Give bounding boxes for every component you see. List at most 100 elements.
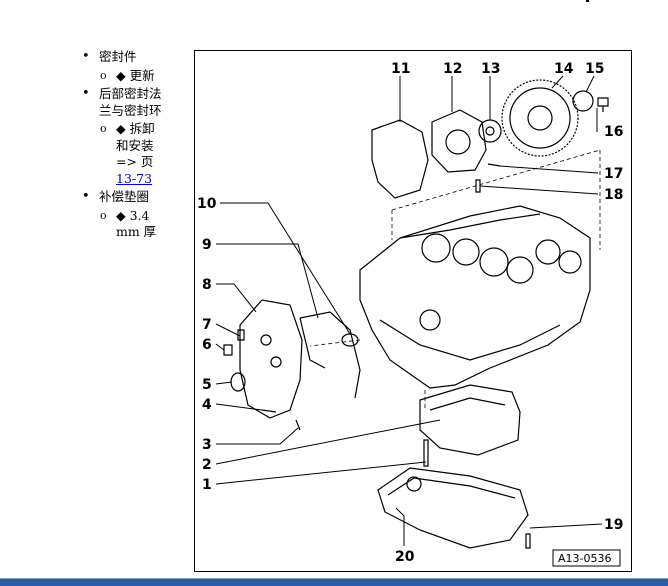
list-item-label: 密封件 [99, 49, 137, 64]
callout-14: 14 [554, 61, 574, 77]
sub-item-thickness: ◆ 3.4 mm 厚 [82, 208, 192, 241]
leader-line [220, 202, 351, 335]
callout-4: 4 [202, 397, 212, 413]
sub-item-text: mm 厚 [116, 224, 157, 239]
engine-block-edge [399, 213, 541, 239]
leader-line [479, 185, 599, 195]
front-seal [341, 333, 359, 347]
list-item-label: 兰与密封环 [99, 102, 162, 118]
leader-line [215, 323, 241, 337]
flywheel-inner [509, 87, 571, 149]
callout-7: 7 [202, 317, 212, 333]
callout-17: 17 [604, 166, 623, 182]
sub-item-removal: ◆ 拆卸 和安装 => 页 13-73 [82, 121, 192, 187]
list-item-seal: 密封件 [82, 49, 192, 66]
flywheel [501, 79, 579, 157]
front-cover [239, 299, 303, 419]
cylinder-bore [558, 250, 582, 274]
bottom-bar [0, 578, 668, 586]
sub-item-text: => 页 [116, 154, 154, 169]
callout-12: 12 [443, 61, 462, 77]
bolt [525, 533, 531, 549]
seal-flange [371, 119, 429, 199]
callout-3: 3 [202, 437, 212, 453]
leader-line [216, 243, 319, 319]
sub-item-text: 和安装 [116, 137, 154, 153]
corner-mark [586, 0, 589, 2]
cylinder-bore [421, 233, 451, 263]
leader-line [395, 507, 405, 546]
list-item-rear-flange: 后部密封法 兰与密封环 [82, 86, 192, 119]
list-item-label: 补偿垫圈 [99, 189, 150, 204]
page-link[interactable]: 13-73 [116, 170, 153, 186]
ref-code: A13-0536 [558, 552, 612, 565]
ref-code-box [552, 549, 621, 567]
callout-11: 11 [391, 61, 410, 77]
callout-16: 16 [604, 124, 623, 140]
callout-13: 13 [481, 61, 500, 77]
drive-plate [572, 90, 594, 112]
callout-2: 2 [202, 457, 212, 473]
seal-ring [445, 129, 471, 155]
engine-block-lower [379, 319, 561, 361]
parts-list: 密封件 ◆ 更新 后部密封法 兰与密封环 ◆ 拆卸 和安装 => 页 13-73… [82, 49, 192, 243]
leader-line [215, 381, 233, 385]
sub-item-text: ◆ 更新 [116, 67, 155, 83]
alignment-guide [391, 149, 601, 250]
bolt [237, 329, 245, 341]
leader-line [216, 427, 299, 445]
upper-oil-pan-edge [429, 397, 506, 411]
cylinder-bore [506, 256, 534, 284]
bolt [295, 419, 301, 431]
callout-6: 6 [202, 337, 212, 353]
callout-8: 8 [202, 277, 212, 293]
alignment-guide [309, 339, 426, 410]
leader-line [551, 75, 564, 89]
leader-lines [215, 75, 603, 546]
bolt [475, 179, 481, 193]
list-item-label: 后部密封法 [99, 86, 162, 101]
flywheel-hub [527, 105, 553, 131]
cylinder-bore [479, 247, 509, 277]
leader-line [215, 343, 225, 351]
leader-line [585, 75, 595, 93]
bolt [261, 409, 277, 413]
lower-oil-pan [377, 467, 529, 549]
sub-item-renew: ◆ 更新 [82, 68, 192, 85]
callout-20: 20 [395, 549, 415, 565]
callout-9: 9 [202, 237, 212, 253]
cover-boss [270, 356, 282, 368]
crankshaft-end [419, 309, 441, 331]
callout-5: 5 [202, 377, 212, 393]
shim-disc [478, 119, 502, 143]
exploded-view-frame [194, 50, 632, 572]
upper-oil-pan [419, 384, 521, 456]
leader-line [215, 419, 441, 465]
rear-seal-flange [431, 109, 487, 173]
leader-line [215, 403, 263, 411]
bolt [423, 439, 429, 467]
callout-19: 19 [604, 517, 623, 533]
callout-18: 18 [604, 187, 623, 203]
dowel-pin [487, 163, 501, 167]
leader-line [216, 283, 257, 313]
leader-line [215, 461, 427, 485]
cylinder-bore [452, 238, 480, 266]
bolt [223, 344, 233, 356]
cylinder-bore [535, 239, 561, 265]
list-item-shim: 补偿垫圈 [82, 189, 192, 206]
callout-15: 15 [585, 61, 604, 77]
cover-boss [260, 334, 272, 346]
drain-plug-boss [406, 476, 422, 492]
lower-oil-pan-rim [387, 477, 516, 499]
callout-1: 1 [202, 477, 212, 493]
callout-10: 10 [197, 196, 217, 212]
gasket [299, 311, 361, 399]
leader-line [499, 165, 599, 174]
engine-block [359, 205, 591, 389]
bolt [597, 97, 609, 112]
sub-item-text: ◆ 拆卸 [116, 121, 155, 136]
sub-item-text: ◆ 3.4 [116, 207, 150, 223]
shim-disc-hole [485, 126, 495, 136]
